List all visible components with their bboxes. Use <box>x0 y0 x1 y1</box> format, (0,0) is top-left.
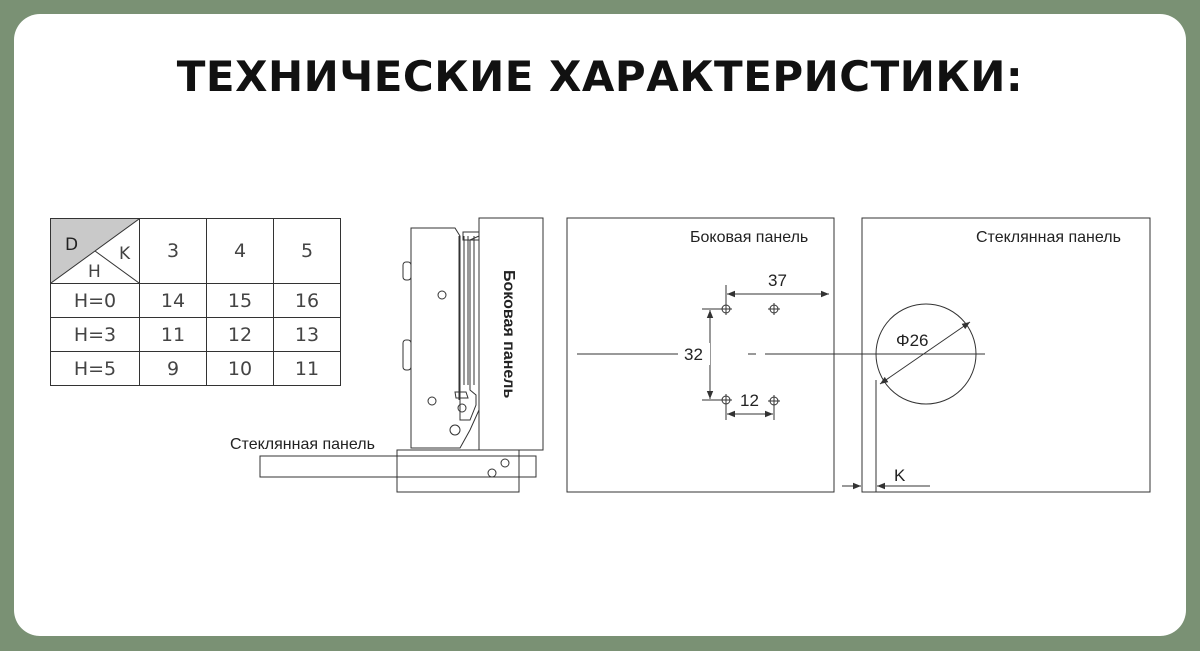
hinge-body-shape <box>410 227 480 449</box>
glass-panel-shape <box>259 455 537 478</box>
dimension-k: K <box>894 466 906 485</box>
corner-k-label: K <box>119 244 131 264</box>
table-cell: 16 <box>273 283 341 318</box>
mount-hole <box>768 395 780 407</box>
side-panel-drilling <box>566 217 862 493</box>
row-label: H=3 <box>50 317 140 352</box>
side-panel-frame <box>566 217 835 493</box>
table-corner-cell: D K H <box>50 218 140 284</box>
row-label: H=0 <box>50 283 140 318</box>
dimension-12: 12 <box>740 391 759 410</box>
table-cell: 13 <box>273 317 341 352</box>
corner-d-label: D <box>65 235 78 255</box>
drilling-glass-panel-label: Стеклянная панель <box>976 229 1121 246</box>
mount-hole <box>720 394 732 406</box>
dimension-cup-diameter: Φ26 <box>896 331 928 350</box>
column-header: 5 <box>273 218 341 284</box>
table-row: H=3 11 12 13 <box>50 317 341 352</box>
table-cell: 10 <box>206 351 274 386</box>
side-panel-label: Боковая панель <box>500 270 517 398</box>
glass-clamp-shape <box>396 449 520 493</box>
table-row: H=5 9 10 11 <box>50 351 341 386</box>
table-cell: 11 <box>273 351 341 386</box>
glass-panel-label: Стеклянная панель <box>230 436 375 453</box>
column-header: 4 <box>206 218 274 284</box>
hinge-side-view <box>259 217 544 493</box>
corner-h-label: H <box>88 262 101 282</box>
table-row: H=0 14 15 16 <box>50 283 341 318</box>
dimension-32: 32 <box>684 345 703 364</box>
drilling-side-panel-label: Боковая панель <box>690 229 808 246</box>
cup-hole-circle <box>875 303 977 405</box>
row-label: H=5 <box>50 351 140 386</box>
mount-hole <box>768 303 780 315</box>
page-title: ТЕХНИЧЕСКИЕ ХАРАКТЕРИСТИКИ: <box>176 52 1024 101</box>
spec-table: D K H 3 4 5 H=0 14 15 16 H=3 11 12 13 H=… <box>50 218 341 386</box>
glass-panel-frame <box>861 217 1151 493</box>
table-cell: 14 <box>139 283 207 318</box>
column-header: 3 <box>139 218 207 284</box>
glass-panel-drilling <box>842 217 1151 493</box>
dimension-37: 37 <box>768 271 787 290</box>
mount-hole <box>720 303 732 315</box>
table-cell: 12 <box>206 317 274 352</box>
table-cell: 11 <box>139 317 207 352</box>
table-cell: 9 <box>139 351 207 386</box>
